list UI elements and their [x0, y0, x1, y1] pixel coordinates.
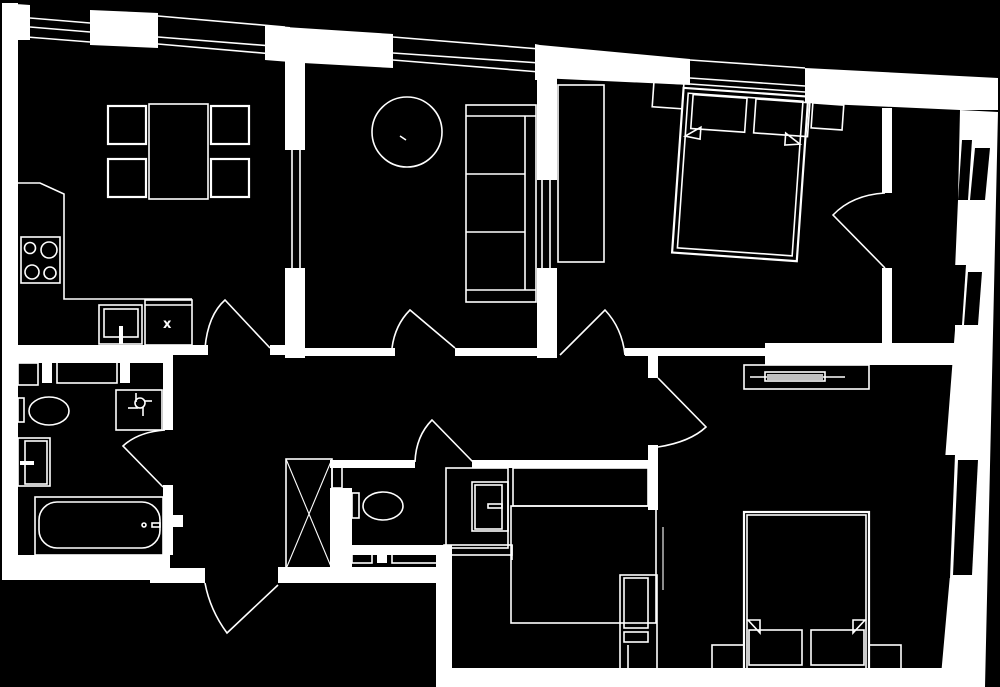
nightstand — [868, 644, 902, 671]
faucet — [119, 326, 123, 344]
pillow — [689, 93, 748, 134]
chair — [106, 104, 148, 146]
burner — [24, 264, 40, 280]
chair — [209, 157, 251, 199]
chair — [106, 157, 148, 199]
door-kitchen — [204, 298, 271, 349]
toilet — [17, 396, 70, 426]
exterior-walls — [2, 3, 998, 687]
door-living — [391, 308, 456, 349]
door-bedroom-1-inner — [831, 192, 886, 269]
door-entrance — [204, 582, 279, 635]
appliance — [144, 299, 193, 346]
wardrobe — [557, 84, 605, 263]
dining-table — [148, 103, 209, 200]
round-table — [371, 96, 443, 168]
washbasin — [471, 481, 509, 532]
washing-machine-icon — [128, 393, 152, 416]
pillow — [810, 629, 865, 666]
door-bathroom-1 — [121, 429, 166, 488]
tv — [750, 371, 845, 382]
closet — [510, 467, 658, 671]
washing-machine — [115, 389, 163, 431]
burner — [23, 241, 37, 255]
tv-console — [743, 364, 870, 390]
nightstand — [810, 102, 845, 131]
burner — [40, 241, 58, 259]
door-bathroom-2 — [414, 418, 474, 463]
washbasin — [17, 437, 51, 487]
living-room — [371, 96, 537, 303]
doors — [121, 192, 886, 635]
shelving — [619, 574, 658, 671]
pillow — [752, 98, 811, 138]
kitchen-counter — [18, 182, 192, 300]
pillow — [748, 629, 803, 666]
shower — [285, 458, 333, 570]
chair — [209, 104, 251, 146]
appliance-mark: x — [163, 317, 172, 332]
nightstand — [711, 644, 745, 671]
sofa — [465, 104, 537, 303]
cooktop — [20, 236, 61, 284]
kitchen-dining: x — [18, 103, 251, 346]
bedroom-2 — [662, 364, 902, 672]
double-bed — [670, 86, 810, 263]
interior-walls — [17, 30, 955, 568]
burner — [43, 266, 57, 280]
bathroom-2 — [285, 458, 509, 570]
door-bedroom-1 — [559, 308, 626, 356]
toilet — [351, 491, 404, 521]
double-bed — [742, 510, 871, 672]
entry-threshold — [205, 560, 278, 570]
bedroom-1 — [557, 80, 845, 263]
door-bedroom-2 — [657, 377, 708, 448]
bathroom-1 — [17, 389, 164, 556]
nightstand — [651, 80, 685, 110]
bathtub — [34, 496, 164, 556]
